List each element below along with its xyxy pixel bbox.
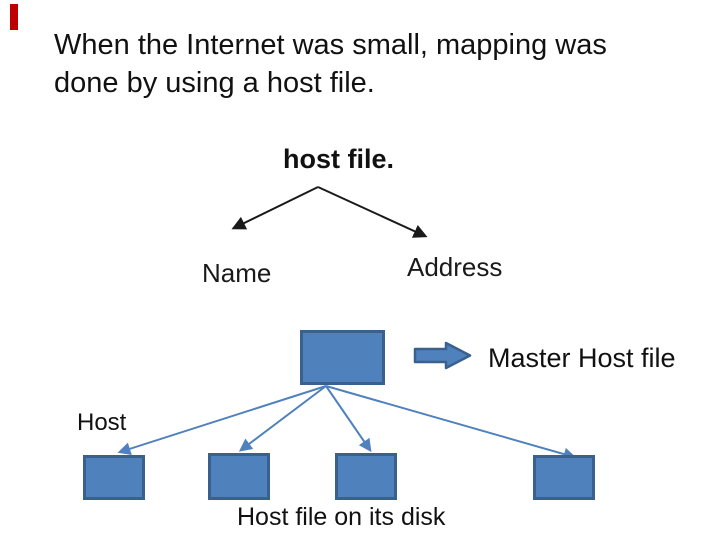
tree-root-label: host file.: [283, 144, 395, 174]
master-host-box: [300, 330, 385, 385]
caption-host-file-on-disk: Host file on its disk: [237, 503, 446, 531]
host-box-1: [83, 455, 145, 500]
fan-line-3: [325, 385, 372, 453]
branch-label-name: Name: [202, 258, 272, 288]
host-label: Host: [77, 409, 127, 436]
master-arrow-icon: [413, 341, 472, 370]
master-host-file-label: Master Host file: [488, 343, 676, 373]
fan-line-1: [117, 385, 327, 456]
host-box-3: [335, 453, 397, 500]
host-box-2: [208, 453, 270, 500]
branch-arrow-right: [317, 186, 428, 238]
branch-arrow-left: [231, 186, 319, 230]
branch-label-address: Address: [407, 252, 503, 282]
slide-title: When the Internet was small, mapping was…: [54, 29, 607, 99]
fan-line-4: [325, 385, 577, 461]
fan-line-2: [238, 385, 327, 452]
red-accent-bar: [10, 4, 18, 30]
host-box-4: [533, 455, 595, 500]
